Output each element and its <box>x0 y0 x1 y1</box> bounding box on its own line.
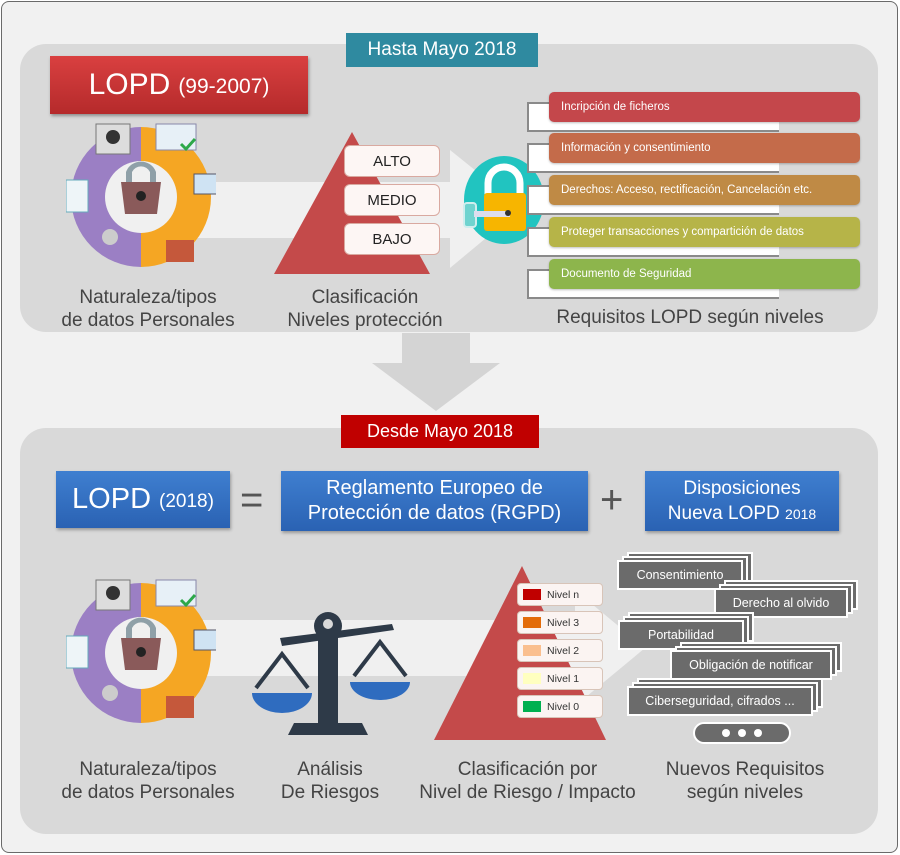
disposiciones-box: Disposiciones Nueva LOPD 2018 <box>645 471 839 531</box>
requirement-card-stack: Portabilidad <box>618 610 758 654</box>
flow-arrow-bottom <box>150 590 645 706</box>
requirement-item: Proteger transacciones y compartición de… <box>549 217 860 247</box>
caption-line: Niveles protección <box>287 310 443 331</box>
requirements-caption: Requisitos LOPD según niveles <box>556 307 824 328</box>
caption-line: de datos Personales <box>61 310 235 331</box>
lopd-old-title: LOPD (99-2007) <box>50 56 308 114</box>
caption-line: Naturaleza/tipos <box>79 287 217 308</box>
risk-level-swatch <box>523 645 541 656</box>
period-label-before: Hasta Mayo 2018 <box>346 33 538 67</box>
lopd-2018-box: LOPD (2018) <box>56 471 230 528</box>
risk-level-swatch <box>523 701 541 712</box>
requirement-card-stack: Ciberseguridad, cifrados ... <box>627 676 827 720</box>
risk-level-label: Nivel n <box>547 588 580 601</box>
balance-scale-icon <box>252 612 410 735</box>
period-label-after: Desde Mayo 2018 <box>341 415 539 448</box>
requirement-item: Incripción de ficheros <box>549 92 860 122</box>
risk-level-label: Nivel 0 <box>547 700 580 713</box>
lopd-old-title-years: (99-2007) <box>178 75 270 98</box>
data-types-caption-top: Naturaleza/tipos de datos Personales <box>48 286 248 332</box>
new-requirements-caption: Nuevos Requisitos según niveles <box>655 758 835 804</box>
level-bajo: BAJO <box>344 223 440 255</box>
lopd-2018-main: LOPD <box>72 483 152 515</box>
data-types-wheel-icon <box>66 123 216 267</box>
caption-line: Clasificación <box>311 287 419 308</box>
requirement-item: Derechos: Acceso, rectificación, Cancela… <box>549 175 860 205</box>
caption-line: según niveles <box>686 782 804 803</box>
risk-level-swatch <box>523 617 541 628</box>
risk-level-item: Nivel 2 <box>517 639 603 662</box>
disp-line-year: 2018 <box>785 505 817 522</box>
risk-caption: Análisis De Riesgos <box>275 758 385 804</box>
disp-line: Nueva LOPD 2018 <box>668 501 816 527</box>
rgpd-line: Protección de datos (RGPD) <box>307 502 562 524</box>
lopd-2018-year: (2018) <box>159 491 214 512</box>
risk-level-swatch <box>523 673 541 684</box>
risk-level-item: Nivel 3 <box>517 611 603 634</box>
risk-level-label: Nivel 2 <box>547 644 580 657</box>
requirement-card-stack: Obligación de notificar <box>670 640 846 684</box>
requirement-card-stack: Consentimiento <box>617 550 757 594</box>
levels-caption: Clasificación Niveles protección <box>280 286 450 332</box>
risk-level-item: Nivel n <box>517 583 603 606</box>
requirement-item: Información y consentimiento <box>549 133 860 163</box>
plus-sign: + <box>600 478 624 522</box>
requirement-item: Documento de Seguridad <box>549 259 860 289</box>
disp-line-text: Nueva LOPD <box>667 502 780 524</box>
caption-line: Análisis <box>297 759 363 780</box>
caption-line: Clasificación por <box>457 759 598 780</box>
caption-line: de datos Personales <box>61 782 235 803</box>
requirement-card-stack: Derecho al olvido <box>714 578 862 622</box>
risk-level-item: Nivel 0 <box>517 695 603 718</box>
disp-line: Disposiciones <box>683 477 801 499</box>
risk-level-swatch <box>523 589 541 600</box>
rgpd-line: Reglamento Europeo de <box>326 477 543 499</box>
lopd-old-title-main: LOPD <box>88 68 171 101</box>
data-types-wheel-icon <box>66 579 216 723</box>
caption-line: Naturaleza/tipos <box>79 759 217 780</box>
data-types-caption-bottom: Naturaleza/tipos de datos Personales <box>48 758 248 804</box>
risk-level-item: Nivel 1 <box>517 667 603 690</box>
caption-line: Nivel de Riesgo / Impacto <box>419 782 636 803</box>
requirement-card: Ciberseguridad, cifrados ... <box>627 686 813 716</box>
caption-line: Nuevos Requisitos <box>665 759 825 780</box>
requirement-card: Obligación de notificar <box>670 650 832 680</box>
transition-down-arrow <box>372 333 500 411</box>
more-dots-icon <box>693 722 791 744</box>
risk-level-label: Nivel 3 <box>547 616 580 629</box>
caption-line: De Riesgos <box>280 782 380 803</box>
level-medio: MEDIO <box>344 184 440 216</box>
classification-caption: Clasificación por Nivel de Riesgo / Impa… <box>405 758 650 804</box>
padlock-key-icon <box>463 156 544 244</box>
rgpd-box: Reglamento Europeo de Protección de dato… <box>281 471 588 531</box>
equals-sign: = <box>240 478 264 522</box>
level-alto: ALTO <box>344 145 440 177</box>
risk-level-label: Nivel 1 <box>547 672 580 685</box>
